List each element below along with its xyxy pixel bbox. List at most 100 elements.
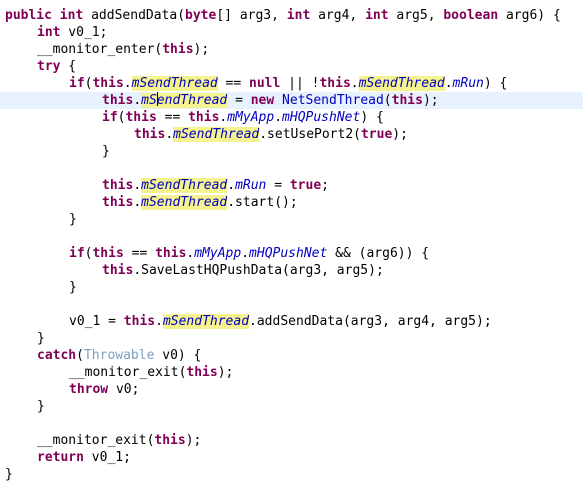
code-text: v0; [108, 382, 140, 397]
field-name: mMyApp [194, 246, 242, 261]
code-text: ) { [483, 76, 508, 91]
field-name: mHQPushNet [282, 110, 361, 125]
code-line-22[interactable]: __monitor_exit(this); [0, 364, 583, 381]
code-text: .start(); [227, 195, 298, 210]
code-text: ); [193, 42, 210, 57]
code-text: addSendData( [83, 8, 186, 23]
code-line-7[interactable]: if(this == this.mMyApp.mHQPushNet) { [0, 109, 583, 126]
field-name: mMyApp [227, 110, 275, 125]
code-line-24[interactable]: } [0, 398, 583, 415]
keyword: boolean [443, 8, 499, 23]
code-text: ) { [360, 110, 384, 125]
code-text: . [241, 246, 250, 261]
code-text: ); [217, 365, 234, 380]
field-part: endThread [156, 93, 228, 108]
code-line-23[interactable]: throw v0; [0, 381, 583, 398]
code-text: ); [392, 127, 408, 142]
code-line-4[interactable]: try { [0, 58, 583, 75]
code-line-11[interactable]: this.mSendThread.mRun = true; [0, 177, 583, 194]
code-text: == [217, 76, 250, 91]
code-line-9[interactable]: } [0, 143, 583, 160]
code-text: . [350, 76, 359, 91]
keyword: this [125, 110, 157, 125]
keyword: int [286, 8, 311, 23]
keyword: if [69, 76, 85, 91]
code-line-6-current[interactable]: this.mSendThread = new NetSendThread(thi… [0, 92, 583, 109]
code-line-12[interactable]: this.mSendThread.start(); [0, 194, 583, 211]
code-text: __monitor_exit( [37, 433, 155, 448]
code-text: arg5, [388, 8, 444, 23]
keyword: int [365, 8, 389, 23]
code-text: . [274, 110, 283, 125]
field-occurrence-highlight: mSendThread [162, 314, 250, 329]
code-text: } [69, 280, 77, 295]
keyword: this [154, 433, 186, 448]
code-text: } [37, 331, 45, 346]
code-text [274, 93, 282, 108]
field-occurrence-highlight: mSendThread [131, 76, 218, 91]
code-line-27[interactable]: return v0_1; [0, 449, 583, 466]
keyword: this [162, 42, 194, 57]
keyword: true [289, 178, 322, 193]
code-line-8[interactable]: this.mSendThread.setUsePort2(true); [0, 126, 583, 143]
keyword: this [134, 127, 166, 142]
code-text: ( [383, 93, 392, 108]
field-occurrence-highlight: mSendThread [141, 92, 228, 108]
field-name: mRun [235, 178, 267, 193]
code-text: ); [185, 433, 202, 448]
keyword: catch [37, 348, 77, 363]
code-line-19[interactable]: v0_1 = this.mSendThread.addSendData(arg3… [0, 313, 583, 330]
keyword: this [123, 314, 156, 329]
code-line-20[interactable]: } [0, 330, 583, 347]
code-text: __monitor_enter( [37, 42, 163, 57]
code-text: . [155, 314, 163, 329]
keyword: if [102, 110, 118, 125]
keyword: byte [185, 8, 217, 23]
keyword: this [391, 93, 423, 108]
code-text: . [219, 110, 228, 125]
code-line-15[interactable]: if(this == this.mMyApp.mHQPushNet && (ar… [0, 245, 583, 262]
keyword: throw [69, 382, 109, 397]
code-text: ); [422, 93, 439, 108]
code-line-1[interactable]: public int addSendData(byte[] arg3, int … [0, 7, 583, 24]
code-line-26[interactable]: __monitor_exit(this); [0, 432, 583, 449]
code-text: . [123, 76, 132, 91]
keyword: int [59, 8, 84, 23]
code-line-2[interactable]: int v0_1; [0, 24, 583, 41]
field-occurrence-highlight: mSendThread [141, 195, 228, 210]
code-text: . [186, 246, 195, 261]
code-text: . [133, 195, 142, 210]
code-line-17[interactable]: } [0, 279, 583, 296]
code-text: . [165, 127, 174, 142]
code-line-3[interactable]: __monitor_enter(this); [0, 41, 583, 58]
keyword: this [186, 365, 218, 380]
code-line-16[interactable]: this.SaveLastHQPushData(arg3, arg5); [0, 262, 583, 279]
code-text: . [227, 178, 236, 193]
keyword: public [5, 8, 52, 23]
keyword: null [249, 76, 281, 91]
code-text: } [102, 144, 110, 159]
code-text: ( [117, 110, 126, 125]
code-line-13[interactable]: } [0, 211, 583, 228]
code-text: && (arg6)) { [327, 246, 430, 261]
keyword: this [102, 263, 134, 278]
code-text: .SaveLastHQPushData(arg3, arg5); [133, 263, 384, 278]
code-line-28[interactable]: } [0, 466, 583, 483]
code-text: == [123, 246, 156, 261]
code-text: } [37, 399, 45, 414]
code-text: { [60, 59, 77, 74]
code-text: ( [84, 76, 93, 91]
code-line-21[interactable]: catch(Throwable v0) { [0, 347, 583, 364]
keyword: if [69, 246, 85, 261]
code-text: } [5, 467, 13, 482]
code-text: = [227, 93, 251, 108]
keyword: this [319, 76, 351, 91]
code-text: arg6) { [498, 8, 561, 23]
code-line-5[interactable]: if(this.mSendThread == null || !this.mSe… [0, 75, 583, 92]
text-caret [156, 92, 158, 106]
type-name: Throwable [83, 348, 155, 363]
code-text: [] arg3, [216, 8, 287, 23]
keyword: new [250, 93, 275, 108]
code-text: v0_1; [83, 450, 131, 465]
